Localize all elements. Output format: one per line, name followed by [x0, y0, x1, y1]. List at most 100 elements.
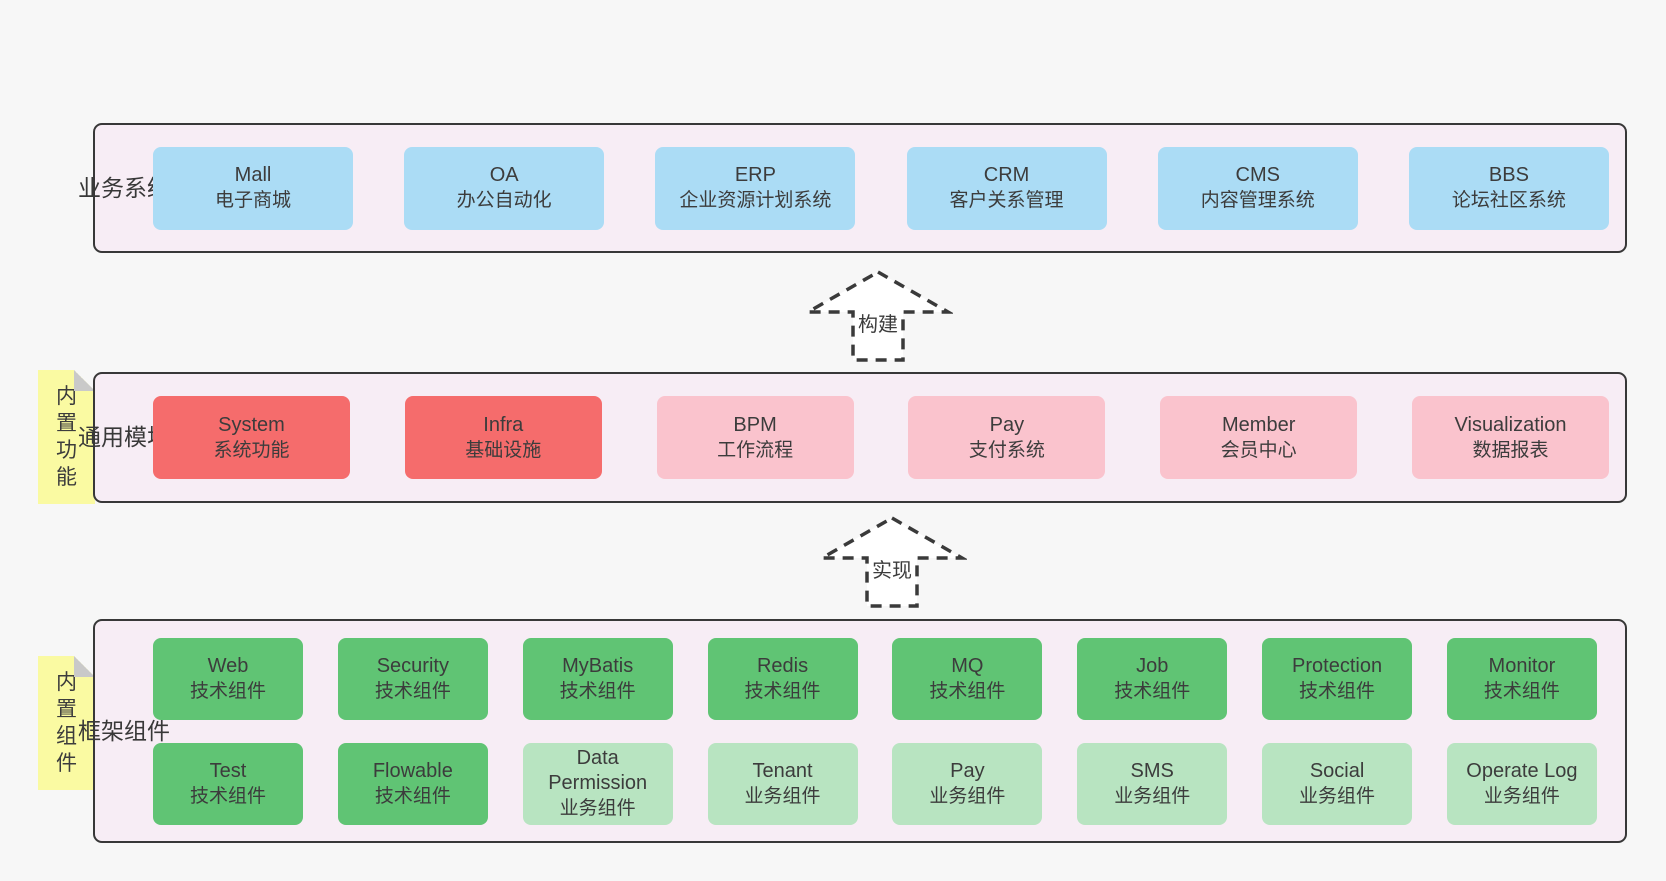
box-name: BPM	[733, 413, 777, 436]
box-tenant: Tenant 业务组件	[707, 742, 858, 825]
box-name: Social	[1309, 759, 1365, 782]
box-name: BBS	[1488, 164, 1529, 186]
box-desc: 技术组件	[1114, 680, 1191, 702]
sticky-tag-builtin-features: 内置功能	[38, 370, 95, 504]
box-name: System	[218, 413, 285, 436]
box-desc: 业务组件	[1483, 785, 1560, 807]
box-name: MyBatis	[562, 654, 634, 677]
box-pay: Pay 业务组件	[892, 742, 1043, 825]
box-name: Operate Log	[1466, 759, 1578, 782]
sticky-tag-label: 内置组件	[56, 671, 77, 775]
box-desc: 技术组件	[189, 785, 266, 807]
arrow-implement-label: 实现	[869, 559, 915, 583]
box-system: System 系统功能	[153, 396, 350, 479]
box-name: Flowable	[372, 759, 453, 782]
box-desc: 内容管理系统	[1200, 190, 1315, 211]
box-desc: 技术组件	[744, 680, 821, 702]
layer-common-modules: 通用模块 System 系统功能 Infra 基础设施 BPM 工作流程 Pay 支付系统 Me…	[78, 372, 1627, 503]
box-name: Pay	[950, 759, 985, 782]
box-desc: 业务组件	[744, 785, 821, 807]
box-erp: ERP 企业资源计划系统	[655, 146, 856, 230]
box-name: Member	[1222, 413, 1296, 436]
arrow-implement: 实现	[817, 514, 967, 610]
box-desc: 工作流程	[717, 439, 794, 461]
sticky-tag-label: 内置功能	[56, 385, 77, 489]
box-desc: 数据报表	[1472, 439, 1549, 461]
arrow-build: 构建	[803, 268, 953, 364]
box-desc: 支付系统	[968, 439, 1045, 461]
box-name: Monitor	[1488, 654, 1556, 677]
box-name: Redis	[756, 654, 809, 677]
box-security: Security 技术组件	[337, 637, 488, 720]
layer-label-business-systems: 业务系统	[78, 174, 170, 201]
box-name: Data Permission	[548, 747, 648, 794]
box-desc: 业务组件	[1299, 785, 1376, 807]
layer-business-systems: 业务系统 Mall 电子商城 OA 办公自动化 ERP 企业资源计划系统 CRM 客户关系管理…	[78, 123, 1627, 253]
box-monitor: Monitor 技术组件	[1446, 637, 1597, 720]
box-name: Infra	[483, 413, 524, 436]
box-desc: 技术组件	[559, 680, 636, 702]
box-name: Test	[209, 759, 247, 782]
box-data-permission: Data Permission 业务组件	[522, 742, 673, 825]
box-social: Social 业务组件	[1262, 742, 1413, 825]
box-visualization: Visualization 数据报表	[1411, 396, 1609, 479]
box-mq: MQ 技术组件	[892, 637, 1043, 720]
box-name: CMS	[1235, 164, 1280, 186]
box-bpm: BPM 工作流程	[656, 396, 854, 479]
box-desc: 电子商城	[214, 190, 291, 211]
box-cms: CMS 内容管理系统	[1157, 146, 1358, 230]
box-desc: 客户关系管理	[949, 190, 1064, 211]
box-name: Protection	[1292, 654, 1383, 677]
box-name: CRM	[983, 164, 1030, 186]
business-systems-boxes: Mall 电子商城 OA 办公自动化 ERP 企业资源计划系统 CRM 客户关系管理 CMS 内容…	[153, 125, 1625, 251]
box-name: ERP	[734, 164, 776, 186]
box-name: Web	[207, 654, 249, 677]
box-member: Member 会员中心	[1160, 396, 1358, 479]
box-desc: 会员中心	[1220, 439, 1297, 461]
box-name: OA	[489, 164, 519, 186]
box-infra: Infra 基础设施	[404, 396, 602, 479]
box-name: Tenant	[752, 759, 813, 782]
box-desc: 业务组件	[929, 785, 1006, 807]
box-desc: 系统功能	[213, 439, 290, 461]
box-oa: OA 办公自动化	[404, 146, 605, 230]
box-pay: Pay 支付系统	[908, 396, 1106, 479]
box-test: Test 技术组件	[153, 742, 303, 825]
box-name: Job	[1136, 654, 1169, 677]
box-desc: 企业资源计划系统	[679, 190, 832, 211]
box-desc: 技术组件	[374, 785, 451, 807]
box-desc: 技术组件	[1299, 680, 1376, 702]
box-crm: CRM 客户关系管理	[906, 146, 1107, 230]
box-name: SMS	[1130, 759, 1174, 782]
box-name: MQ	[951, 654, 984, 677]
box-desc: 业务组件	[559, 798, 636, 819]
box-name: Pay	[989, 413, 1025, 436]
box-desc: 论坛社区系统	[1451, 190, 1566, 211]
box-job: Job 技术组件	[1077, 637, 1228, 720]
arrow-build-label: 构建	[855, 313, 901, 337]
box-operate-log: Operate Log 业务组件	[1446, 742, 1597, 825]
box-bbs: BBS 论坛社区系统	[1408, 146, 1609, 230]
sticky-tag-builtin-components: 内置组件	[38, 656, 95, 790]
box-desc: 技术组件	[929, 680, 1006, 702]
box-name: Mall	[234, 164, 272, 186]
box-name: Visualization	[1454, 413, 1567, 436]
box-flowable: Flowable 技术组件	[337, 742, 488, 825]
box-protection: Protection 技术组件	[1262, 637, 1413, 720]
box-redis: Redis 技术组件	[707, 637, 858, 720]
layer-label-common-modules: 通用模块	[78, 424, 170, 450]
box-desc: 业务组件	[1114, 785, 1191, 807]
box-desc: 技术组件	[1483, 680, 1560, 702]
box-desc: 基础设施	[465, 439, 542, 461]
box-name: Security	[376, 654, 449, 677]
box-desc: 技术组件	[374, 680, 451, 702]
box-desc: 技术组件	[189, 680, 266, 702]
layer-label-framework-components: 框架组件	[78, 717, 170, 744]
box-mybatis: MyBatis 技术组件	[522, 637, 673, 720]
box-sms: SMS 业务组件	[1077, 742, 1228, 825]
common-modules-boxes: System 系统功能 Infra 基础设施 BPM 工作流程 Pay 支付系统 Member 会…	[153, 374, 1625, 501]
box-desc: 办公自动化	[456, 190, 552, 211]
